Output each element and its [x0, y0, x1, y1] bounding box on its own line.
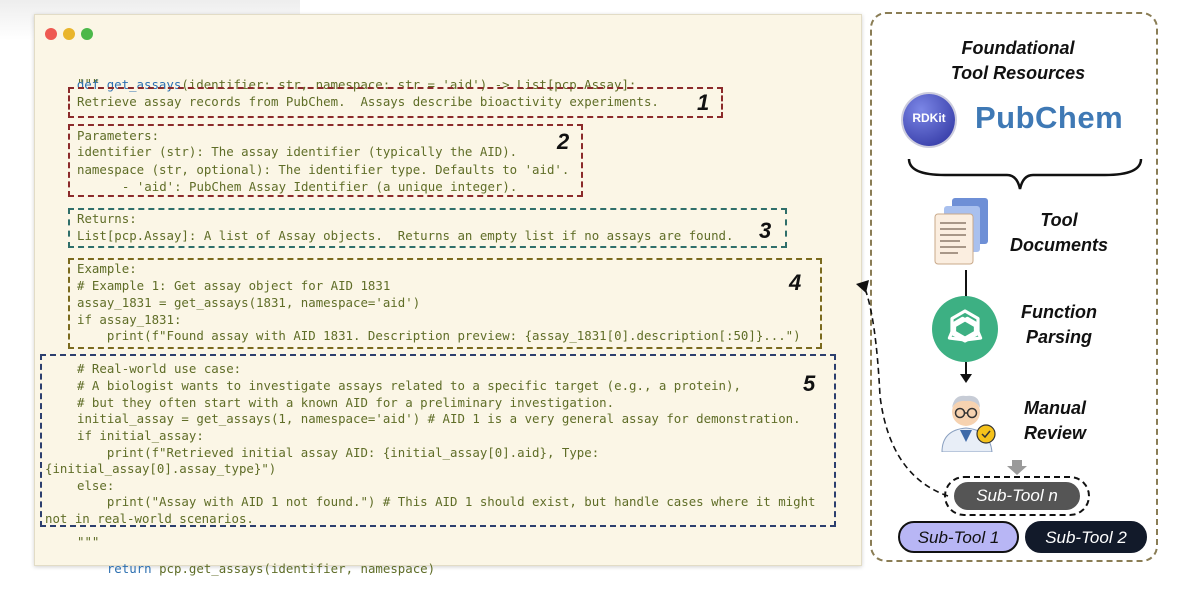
pubchem-logo-text: PubChem: [975, 100, 1124, 135]
close-dot-icon[interactable]: [45, 28, 57, 40]
rdkit-logo: RDKit: [903, 94, 955, 146]
function-parsing-line2: Parsing: [1025, 327, 1093, 347]
down-arrow-icon: [960, 362, 972, 383]
code-summary-line: Retrieve assay records from PubChem. Ass…: [77, 94, 659, 109]
manual-review-line1: Manual: [1023, 398, 1086, 418]
docstring-close: """: [77, 534, 100, 549]
annotation-box-4: [68, 258, 822, 349]
annotation-box-1: [68, 87, 723, 118]
manual-review-label: Manual Review: [1000, 396, 1110, 446]
code-example-1: # Example 1: Get assay object for AID 18…: [77, 278, 391, 293]
code-realworld-1: # Real-world use case:: [77, 361, 242, 376]
code-realworld-6: print(f"Retrieved initial assay AID: {in…: [77, 445, 600, 460]
annotation-box-2: [68, 124, 583, 197]
code-example-header: Example:: [77, 261, 137, 276]
subtool-n-outline: [944, 476, 1090, 516]
annotation-number-5: 5: [803, 371, 816, 396]
code-params-header: Parameters:: [77, 128, 160, 143]
openai-logo-icon: [932, 296, 998, 362]
annotation-number-1: 1: [697, 90, 710, 115]
reviewer-person-icon: [941, 395, 996, 452]
connector-line: [965, 270, 967, 298]
code-editor-window: def get_assays(identifier: str, namespac…: [34, 14, 862, 576]
documents-icon: [934, 198, 988, 265]
code-example-3: if assay_1831:: [77, 312, 182, 327]
code-realworld-7: {initial_assay[0].assay_type}"): [45, 461, 277, 476]
resources-title-line2: Tool Resources: [950, 63, 1086, 83]
feedback-dashed-arrow: [856, 280, 949, 497]
code-realworld-9: print("Assay with AID 1 not found.") # T…: [77, 494, 816, 509]
code-realworld-2: # A biologist wants to investigate assay…: [77, 378, 741, 393]
code-realworld-10: not in real-world scenarios.: [45, 511, 254, 526]
function-parsing-label: Function Parsing: [1004, 300, 1114, 350]
minimize-dot-icon[interactable]: [63, 28, 75, 40]
tool-documents-label: Tool Documents: [1004, 208, 1114, 258]
annotation-number-3: 3: [759, 218, 772, 243]
code-realworld-4: initial_assay = get_assays(1, namespace=…: [77, 411, 801, 426]
code-realworld-3: # but they often start with a known AID …: [77, 395, 615, 410]
rdkit-logo-text: RDKit: [912, 111, 946, 125]
curly-brace-icon: [907, 158, 1143, 190]
code-returns-text: List[pcp.Assay]: A list of Assay objects…: [77, 228, 734, 243]
code-param-identifier: identifier (str): The assay identifier (…: [77, 144, 518, 159]
subtool-1-pill[interactable]: Sub-Tool 1: [898, 521, 1019, 553]
annotation-number-4: 4: [789, 270, 802, 295]
code-return-line: return pcp.get_assays(identifier, namesp…: [77, 545, 435, 593]
function-parsing-line1: Function: [1021, 302, 1097, 322]
annotation-number-2: 2: [557, 129, 570, 154]
code-example-4: print(f"Found assay with AID 1831. Descr…: [77, 328, 801, 343]
subtool-2-pill[interactable]: Sub-Tool 2: [1025, 521, 1147, 553]
annotation-box-3: [68, 208, 787, 248]
code-param-namespace: namespace (str, optional): The identifie…: [77, 162, 570, 177]
resources-title: Foundational Tool Resources: [898, 36, 1138, 86]
code-example-2: assay_1831 = get_assays(1831, namespace=…: [77, 295, 421, 310]
return-expression: pcp.get_assays(identifier, namespace): [151, 561, 436, 576]
code-realworld-5: if initial_assay:: [77, 428, 204, 443]
tool-documents-line1: Tool: [1040, 210, 1078, 230]
grey-down-arrow-icon: [1007, 460, 1027, 475]
resources-title-line1: Foundational: [961, 38, 1075, 58]
code-returns-header: Returns:: [77, 211, 137, 226]
annotation-box-5: [40, 354, 836, 527]
tool-pipeline-panel: [870, 12, 1158, 562]
keyword-return: return: [106, 561, 152, 576]
subtool-n-pill[interactable]: Sub-Tool n: [954, 482, 1080, 510]
manual-review-line2: Review: [1023, 423, 1087, 443]
code-realworld-8: else:: [77, 478, 115, 493]
code-param-namespace-sub: - 'aid': PubChem Assay Identifier (a uni…: [107, 179, 518, 194]
tool-documents-line2: Documents: [1009, 235, 1108, 255]
maximize-dot-icon[interactable]: [81, 28, 93, 40]
pubchem-logo: PubChem: [975, 100, 1147, 140]
